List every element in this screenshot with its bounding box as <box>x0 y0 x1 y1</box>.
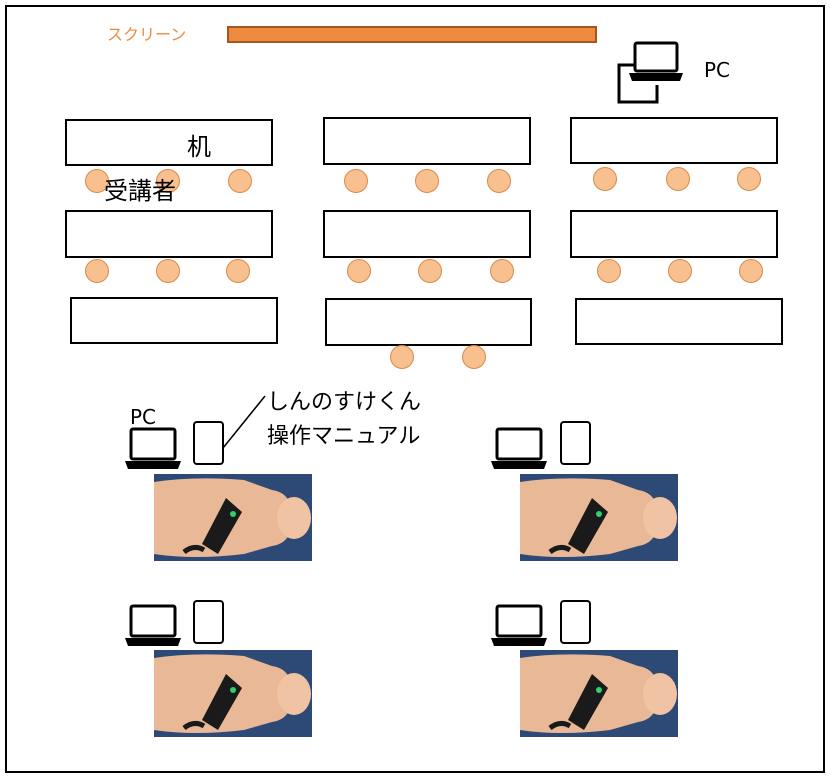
manual-label-line1: しんのすけくん <box>267 390 422 415</box>
seat-circle <box>344 169 368 193</box>
seat-circle <box>462 345 486 369</box>
pc-label-top: PC <box>704 58 731 82</box>
seat-circle <box>415 169 439 193</box>
seat-circle <box>666 167 690 191</box>
seat-circle <box>593 167 617 191</box>
manual-label-line2: 操作マニュアル <box>267 424 421 449</box>
laptop-icon <box>125 427 181 469</box>
seat-circle <box>487 169 511 193</box>
seat-circle <box>347 259 371 283</box>
desk <box>575 298 783 345</box>
manual-pointer-line <box>222 395 266 449</box>
classroom-layout: スクリーン PC 机 受講者 しんのすけくん 操作マニュアル <box>5 5 825 773</box>
trainee-label: 受講者 <box>104 177 176 205</box>
seat-circle <box>668 259 692 283</box>
desk <box>323 117 531 165</box>
manikin-image <box>520 474 678 561</box>
laptop-icon <box>491 604 547 646</box>
seat-circle <box>85 169 109 193</box>
screen-bar <box>227 26 597 43</box>
seat-circle <box>228 169 252 193</box>
seat-circle <box>597 259 621 283</box>
laptop-icon <box>629 41 683 81</box>
desk <box>570 210 778 258</box>
seat-circle <box>739 259 763 283</box>
seat-circle <box>390 345 414 369</box>
pc-connection-line <box>617 63 659 104</box>
desk <box>323 210 531 258</box>
desk-label: 机 <box>187 133 211 161</box>
pc-label-left: PC <box>130 405 157 429</box>
manikin-image <box>520 650 678 737</box>
seat-circle <box>490 259 514 283</box>
seat-circle <box>85 259 109 283</box>
laptop-icon <box>491 427 547 469</box>
tablet-icon <box>560 600 591 644</box>
laptop-icon <box>125 604 181 646</box>
seat-circle <box>156 169 180 193</box>
seat-circle <box>226 259 250 283</box>
seat-circle <box>156 259 180 283</box>
tablet-icon <box>193 421 224 465</box>
tablet-icon <box>560 421 591 465</box>
tablet-icon <box>193 600 224 644</box>
screen-label: スクリーン <box>107 25 187 44</box>
seat-circle <box>418 259 442 283</box>
desk <box>70 297 278 344</box>
manikin-image <box>154 474 312 561</box>
desk <box>325 298 532 346</box>
manikin-image <box>154 650 312 737</box>
desk <box>65 210 273 258</box>
desk <box>65 119 273 166</box>
desk <box>570 117 778 164</box>
seat-circle <box>737 167 761 191</box>
